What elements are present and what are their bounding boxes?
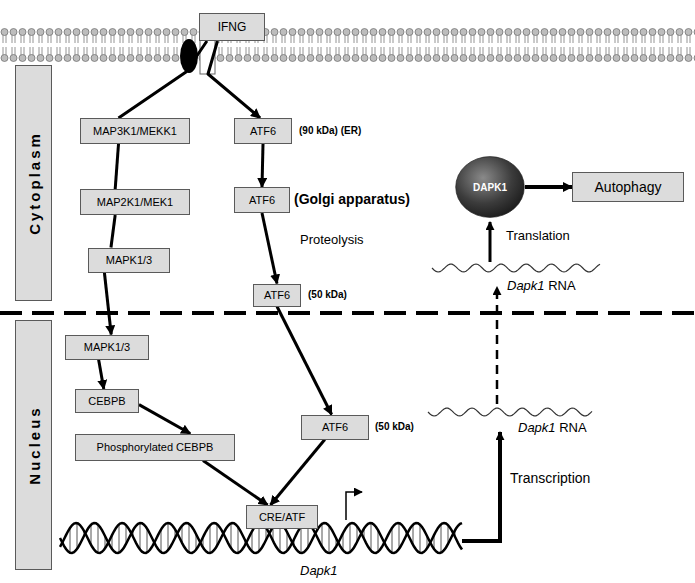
weight-note: (90 kDa) (ER) — [299, 125, 361, 136]
rna-strand — [428, 408, 592, 416]
kinase-box: MAPK1/3 — [88, 248, 170, 273]
pathway-arrow — [203, 461, 268, 506]
protein-oval: DAPK1 — [455, 156, 525, 218]
weight-note: (50 kDa) — [375, 421, 414, 432]
step-label: Transcription — [510, 470, 590, 486]
ligand-box: IFNG — [199, 13, 265, 41]
kinase-box: MAP3K1/MEKK1 — [80, 118, 190, 144]
element-box: CRE/ATF — [246, 505, 318, 529]
kinase-box: MAPK1/3 — [65, 335, 149, 360]
rna-strands — [428, 264, 600, 416]
protein-box: CEBPB — [75, 389, 139, 413]
pathway-arrow — [139, 405, 190, 434]
pathway-arrow — [208, 41, 260, 118]
node-text: IFNG — [218, 20, 247, 34]
node-text: Phosphorylated CEBPB — [97, 441, 214, 453]
node-text: DAPK1 — [473, 182, 507, 193]
membrane — [0, 28, 695, 62]
pathway-arrow — [119, 41, 207, 118]
pathway-arrow — [115, 144, 118, 189]
compartment-name: Nucleus — [25, 405, 42, 484]
node-text: MAP2K1/MEK1 — [97, 196, 173, 208]
pathway-arrow — [104, 273, 111, 335]
transcription-start — [346, 492, 362, 520]
translation-arrow — [489, 222, 492, 262]
protein-box: Phosphorylated CEBPB — [75, 434, 235, 461]
edge-label: Proteolysis — [300, 232, 364, 247]
node-text: CEBPB — [88, 395, 125, 407]
node-text: MAPK1/3 — [106, 254, 152, 266]
export-arrow — [496, 287, 499, 404]
pathway-arrow — [262, 213, 277, 284]
protein-box: ATF6 — [234, 118, 292, 144]
pathway-arrow — [99, 360, 104, 390]
compartment-divider — [0, 311, 695, 315]
transcript-label: Dapk1 RNA — [518, 420, 587, 435]
pathway-arrow — [277, 307, 332, 415]
process-box: Autophagy — [572, 172, 684, 202]
location-note: (Golgi apparatus) — [294, 191, 410, 207]
pathway-arrow — [111, 215, 115, 248]
node-text: ATF6 — [250, 125, 276, 137]
weight-note: (50 kDa) — [308, 289, 347, 300]
compartment-name: Cytoplasm — [25, 131, 42, 235]
pathway-arrow — [525, 185, 572, 189]
kinase-box: MAP2K1/MEK1 — [80, 189, 190, 215]
protein-box: ATF6 — [234, 187, 290, 213]
node-text: CRE/ATF — [259, 511, 305, 523]
transcription-arrow — [462, 432, 500, 541]
pathway-arrow — [270, 440, 324, 506]
rna-strand — [432, 264, 600, 272]
protein-box: ATF6 — [253, 284, 301, 307]
protein-box: ATF6 — [301, 415, 369, 440]
node-text: ATF6 — [249, 194, 275, 206]
compartment-band: Cytoplasm — [15, 65, 52, 301]
node-text: Autophagy — [595, 179, 662, 195]
step-label: Translation — [506, 228, 570, 243]
node-text: MAP3K1/MEKK1 — [93, 125, 177, 137]
node-text: MAPK1/3 — [84, 341, 130, 353]
pathway-arrow — [262, 144, 263, 187]
node-text: ATF6 — [264, 289, 290, 301]
node-text: ATF6 — [322, 421, 348, 433]
gene-label: Dapk1 — [300, 563, 338, 578]
compartment-band: Nucleus — [15, 320, 52, 570]
transcript-label: Dapk1 RNA — [507, 278, 576, 293]
